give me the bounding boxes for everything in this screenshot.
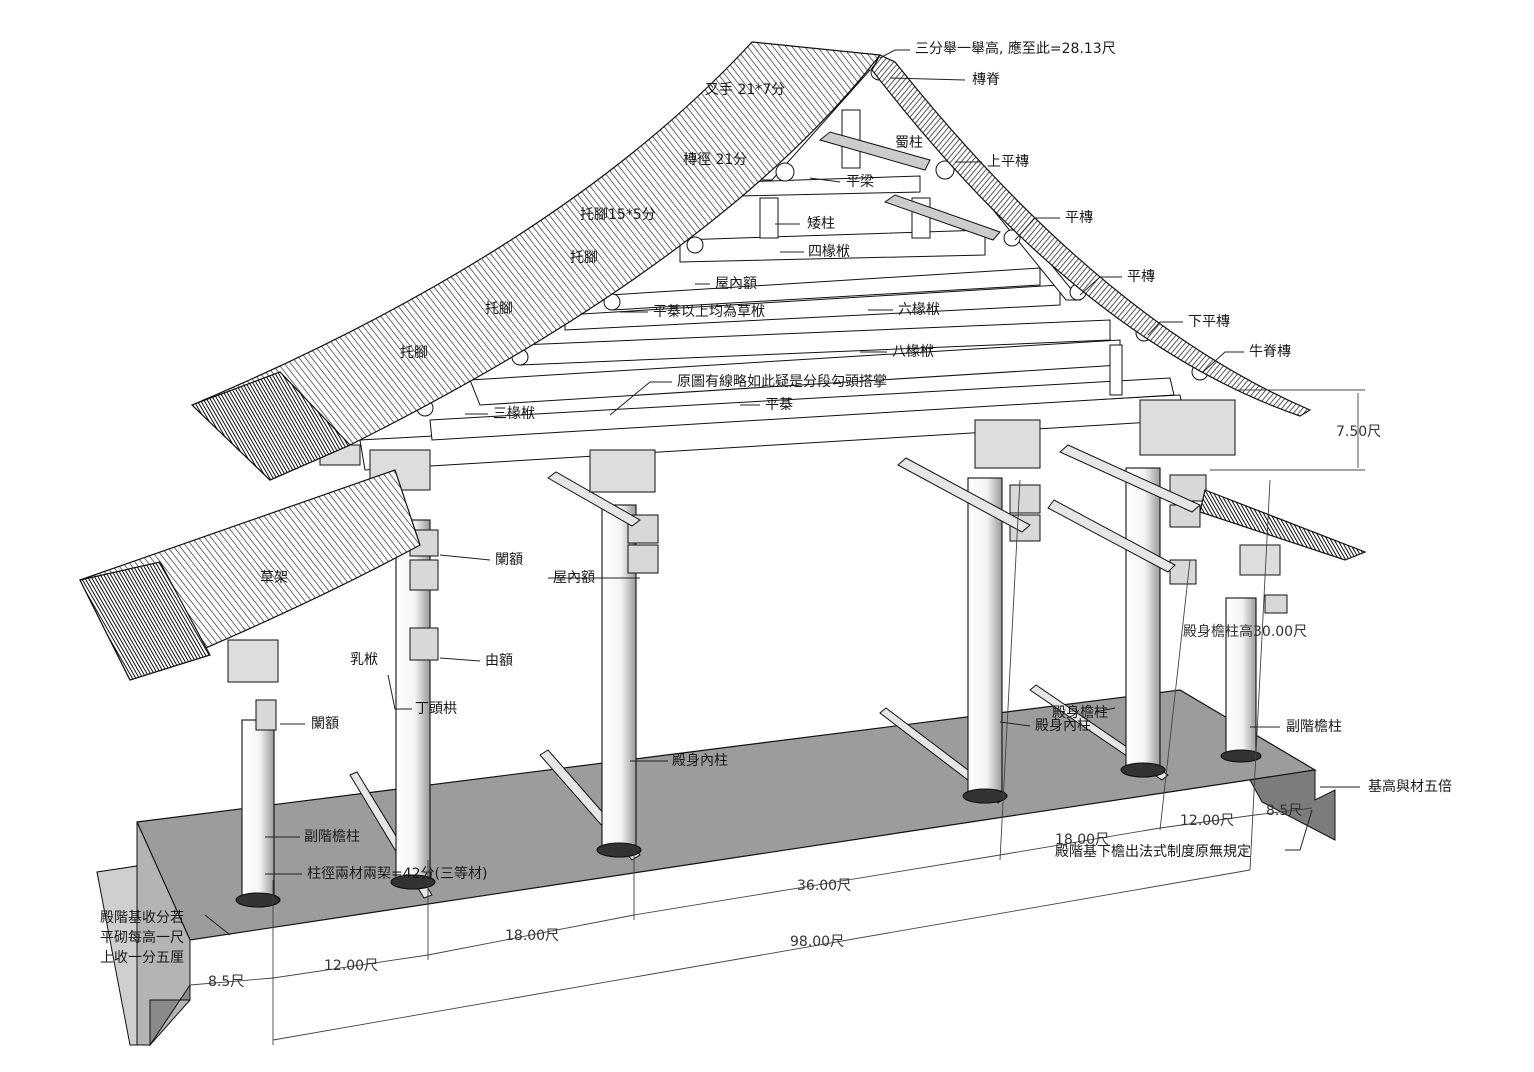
- purlin-diameter-label: 槫徑 21分: [683, 152, 748, 168]
- joint-note: 原圖有線略如此疑是分段勾頭搭掌: [677, 374, 887, 390]
- four-rafter-beam-label: 四椽栿: [808, 244, 850, 260]
- main-eave-column-label: 殿身檐柱: [1052, 705, 1108, 721]
- dim-7-50: 7.50尺: [1336, 424, 1382, 440]
- taper-note: 殿階基收分若 平砌每高一尺 上收一分五厘: [100, 908, 184, 968]
- chashou-label: 叉手 21*7分: [705, 82, 786, 98]
- eave-column-height-label: 殿身檐柱高30.00尺: [1183, 624, 1308, 640]
- platform: [96, 689, 1336, 1047]
- ridge-height-label: 三分舉一舉高, 應至此=28.13尺: [915, 41, 1116, 57]
- pingliang-label: 平梁: [846, 174, 874, 190]
- short-post-label: 矮柱: [807, 216, 835, 232]
- upper-purlin-label: 上平槫: [987, 154, 1029, 170]
- tuojiao-size-label: 托腳15*5分: [580, 207, 656, 223]
- lintels: [255, 444, 1288, 731]
- fujie-column-right-label: 副階檐柱: [1286, 719, 1342, 735]
- leader-lines: [204, 49, 1360, 936]
- main-inner-column-right-label: 殿身內柱: [1035, 718, 1091, 734]
- base-height-label: 基高與材五倍: [1368, 779, 1452, 795]
- ox-ridge-purlin-label: 牛脊槫: [1249, 344, 1291, 360]
- dim-8-5-left: 8.5尺: [208, 974, 245, 990]
- dim-18-left: 18.00尺: [505, 928, 560, 944]
- main-beams: [359, 175, 1186, 471]
- taper-note-line-2: 平砌每高一尺: [100, 930, 184, 946]
- rufu-label: 乳栿: [350, 652, 378, 668]
- caojia-label: 草架: [260, 570, 288, 586]
- purlin-label-1: 平槫: [1065, 210, 1093, 226]
- caofu-note: 平棊以上均為草栿: [653, 304, 765, 320]
- lower-purlin-label: 下平槫: [1188, 314, 1230, 330]
- main-inner-column-label: 殿身內柱: [672, 753, 728, 769]
- column-diameter-label: 柱徑兩材兩栔=42分(三等材): [307, 866, 488, 882]
- eave-note: 殿階基下檐出法式制度原無規定: [1055, 844, 1251, 860]
- dimension-lines: [189, 389, 1365, 1045]
- lan-e-lower-label: 闌額: [311, 716, 339, 732]
- dim-36: 36.00尺: [797, 878, 852, 894]
- ridge-purlin-label: 槫脊: [972, 72, 1000, 88]
- shuzhu-label: 蜀柱: [895, 135, 923, 151]
- dingtou-gong-label: 丁頭栱: [415, 701, 457, 717]
- dim-12-left: 12.00尺: [324, 958, 379, 974]
- tuojiao-label-2: 托腳: [485, 301, 513, 317]
- dim-12-right: 12.00尺: [1180, 813, 1235, 829]
- dim-18-right: 18.00尺: [1055, 832, 1110, 848]
- tuojiao-label-3: 托腳: [400, 345, 428, 361]
- eight-rafter-beam-label: 八椽栿: [892, 344, 934, 360]
- pingqi-label: 平棊: [765, 397, 793, 413]
- fujie-column-left-label: 副階檐柱: [304, 829, 360, 845]
- taper-note-line-1: 殿階基收分若: [100, 910, 184, 926]
- you-e-label: 由額: [485, 653, 513, 669]
- lower-roofs: [79, 469, 1367, 681]
- inner-lintel-top-label: 屋內額: [715, 276, 757, 292]
- tuojiao-label-1: 托腳: [570, 250, 598, 266]
- purlin-label-2: 平槫: [1127, 269, 1155, 285]
- lan-e-upper-label: 闌額: [495, 552, 523, 568]
- dim-8-5-right: 8.5尺: [1266, 803, 1303, 819]
- six-rafter-beam-label: 六椽栿: [898, 302, 940, 318]
- taper-note-line-3: 上收一分五厘: [100, 950, 184, 966]
- dim-98: 98.00尺: [790, 934, 845, 950]
- inner-lintel-label: 屋內額: [553, 570, 595, 586]
- main-roof: [190, 41, 1312, 481]
- three-rafter-beam-label: 三椽栿: [493, 406, 535, 422]
